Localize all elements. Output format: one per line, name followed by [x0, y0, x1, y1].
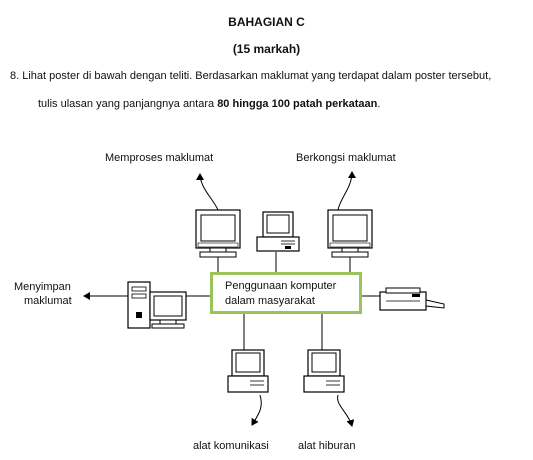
- arrow-entertainment: [337, 394, 355, 427]
- label-communication: alat komunikasi: [193, 440, 269, 452]
- central-concept-box: Penggunaan komputer dalam masyarakat: [210, 272, 362, 314]
- word-count-requirement: 80 hingga 100 patah perkataan: [217, 98, 378, 110]
- section-title: BAHAGIAN C: [228, 15, 305, 29]
- center-text-line-2: dalam masyarakat: [225, 295, 315, 307]
- computer-bottom-left-icon: [227, 349, 269, 393]
- arrow-communication: [251, 394, 262, 426]
- center-text-line-1: Penggunaan komputer: [225, 280, 337, 292]
- question-text-2: tulis ulasan yang panjangnya antara: [38, 98, 218, 110]
- printer-icon: [379, 287, 445, 311]
- computer-bottom-right-icon: [303, 349, 345, 393]
- computer-top-right-icon: [327, 209, 373, 258]
- computer-top-left-icon: [195, 209, 241, 258]
- arrow-sharing: [337, 171, 356, 211]
- label-entertainment: alat hiburan: [298, 440, 356, 452]
- label-processing: Memproses maklumat: [105, 152, 214, 164]
- question-number: 8.: [10, 70, 20, 82]
- computer-top-middle-icon: [256, 211, 300, 252]
- question-text-1: Lihat poster di bawah dengan teliti. Ber…: [22, 70, 492, 82]
- question-line-2: tulis ulasan yang panjangnya antara 80 h…: [38, 98, 380, 110]
- label-storing-1: Menyimpan: [14, 281, 71, 293]
- label-storing-2: maklumat: [24, 295, 72, 307]
- desktop-tower-icon: [127, 281, 187, 329]
- question-text-2-end: .: [377, 98, 381, 110]
- marks-label: (15 markah): [232, 42, 301, 56]
- arrow-processing: [196, 173, 219, 211]
- label-sharing: Berkongsi maklumat: [296, 152, 396, 164]
- question-line-1: 8. Lihat poster di bawah dengan teliti. …: [10, 70, 491, 82]
